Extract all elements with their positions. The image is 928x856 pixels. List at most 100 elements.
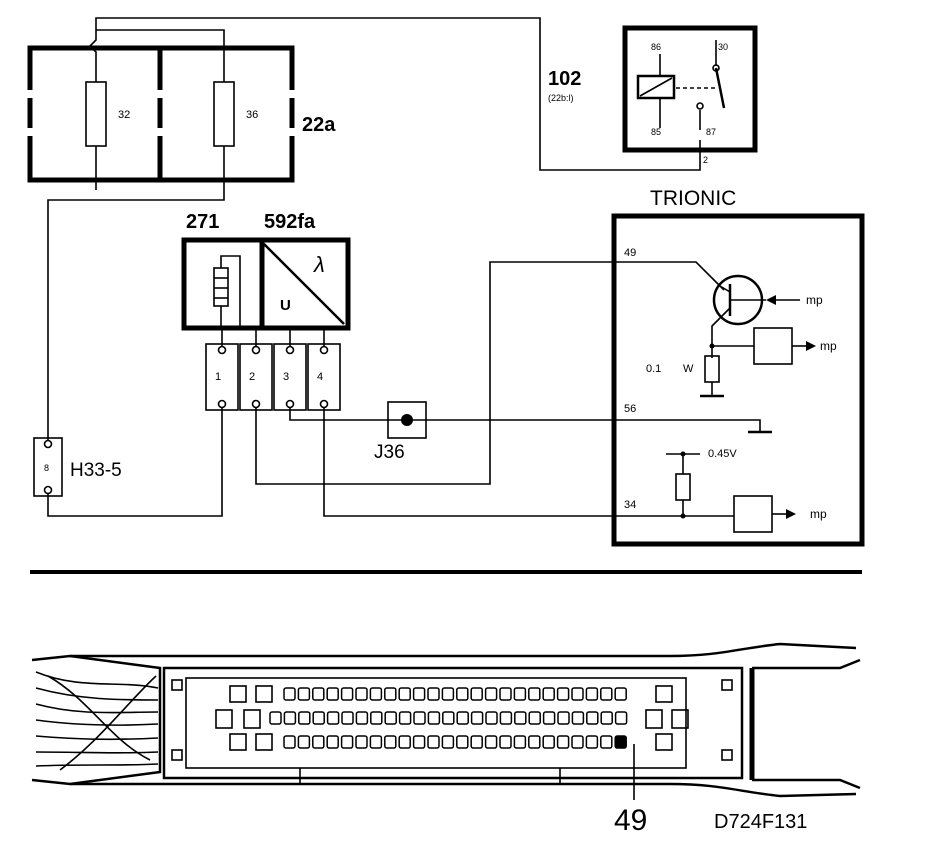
connector-pin bbox=[528, 687, 541, 701]
relay-terminal-87: 87 bbox=[706, 127, 716, 137]
connector-pin bbox=[340, 687, 354, 701]
fuse-32-body bbox=[85, 81, 107, 147]
wire-fuse36-top bbox=[96, 29, 225, 82]
connector-pin bbox=[542, 687, 555, 701]
connector-pin bbox=[398, 735, 411, 749]
trionic-ecu: TRIONIC 49 56 34 mp mp 0.1 W 0 bbox=[611, 187, 865, 547]
connector-pin bbox=[340, 735, 354, 749]
connector-pin bbox=[297, 735, 311, 749]
connector-pin bbox=[586, 711, 599, 725]
fuse-box-22a: 32 36 22a bbox=[26, 45, 336, 183]
connector-pin bbox=[355, 735, 368, 749]
relay-subtitle: (22b:l) bbox=[548, 93, 574, 103]
relay-outline bbox=[622, 25, 758, 153]
cable-bundle bbox=[31, 654, 162, 786]
mp-label-3: mp bbox=[810, 507, 827, 521]
wire-pin3-to-ecu56 bbox=[289, 408, 614, 421]
sensor-pin-1-label: 1 bbox=[215, 371, 221, 383]
connector-pin bbox=[485, 711, 498, 725]
connector-pin bbox=[355, 711, 369, 725]
lambda-icon: λ bbox=[313, 252, 325, 277]
connector-pin bbox=[441, 687, 455, 701]
figure-code: D724F131 bbox=[714, 811, 807, 833]
connector-pin bbox=[499, 735, 512, 749]
wire-pin2-to-ecu49 bbox=[255, 261, 614, 485]
junction-j36: J36 bbox=[374, 401, 427, 463]
connector-pin bbox=[571, 735, 584, 749]
connector-pin bbox=[269, 711, 282, 725]
mp-label-1: mp bbox=[806, 293, 823, 307]
guide-block bbox=[671, 709, 689, 729]
connector-pin bbox=[427, 735, 440, 749]
fuse-36-body bbox=[213, 81, 235, 147]
bias-resistor-icon bbox=[675, 473, 691, 501]
connector-pin bbox=[542, 735, 555, 749]
connector-pin bbox=[369, 735, 383, 749]
connector-pin bbox=[614, 687, 627, 701]
connector-pin bbox=[326, 687, 339, 701]
guide-block bbox=[243, 709, 261, 729]
connector-pin bbox=[556, 687, 570, 701]
relay-id: 102 bbox=[548, 68, 581, 90]
sensor-id-592fa: 592fa bbox=[264, 211, 316, 233]
sensor-pin-2-label: 2 bbox=[249, 371, 255, 383]
guide-block bbox=[655, 685, 673, 703]
connector-pin bbox=[326, 735, 339, 749]
connector-pin bbox=[283, 687, 296, 701]
ecu-pin-56: 56 bbox=[624, 403, 636, 415]
resistor-unit: W bbox=[683, 363, 694, 375]
relay-102: 102 (22b:l) 86 30 85 87 2 bbox=[548, 25, 758, 165]
connector-pin bbox=[484, 687, 498, 701]
connector-pin bbox=[557, 711, 570, 725]
wire-fuse32-to-relay87 bbox=[88, 17, 701, 171]
amplifier-block-2 bbox=[733, 495, 773, 533]
connector-pin bbox=[312, 735, 325, 749]
connector-pin bbox=[513, 735, 527, 749]
connector-pin bbox=[542, 711, 556, 725]
sensor-pin-4-label: 4 bbox=[317, 371, 323, 383]
connector-h33-5: 8 H33-5 bbox=[33, 408, 223, 517]
relay-pin-2: 2 bbox=[703, 155, 708, 165]
connector-pin bbox=[384, 711, 397, 725]
h33-id: H33-5 bbox=[70, 460, 122, 481]
connector-pin bbox=[312, 687, 325, 701]
j36-id: J36 bbox=[374, 442, 405, 463]
connector-pin bbox=[341, 711, 354, 725]
wire-h33-to-pin1 bbox=[47, 408, 223, 517]
relay-terminal-85: 85 bbox=[651, 127, 661, 137]
connector-pin bbox=[514, 711, 527, 725]
connector-pin bbox=[413, 711, 426, 725]
wire-pin4-to-ecu34 bbox=[323, 408, 614, 517]
connector-pin bbox=[412, 735, 426, 749]
connector-pin bbox=[556, 735, 570, 749]
connector-pin bbox=[312, 711, 325, 725]
ecu-pin-34: 34 bbox=[624, 499, 636, 511]
heater-icon bbox=[213, 267, 229, 307]
connector-pin bbox=[571, 687, 584, 701]
resistor-value: 0.1 bbox=[646, 363, 661, 375]
connector-pin bbox=[470, 711, 484, 725]
ecu-pin-49: 49 bbox=[624, 247, 636, 259]
connector-pin-49 bbox=[614, 735, 627, 749]
connector-pin bbox=[600, 735, 613, 749]
relay-terminal-86: 86 bbox=[651, 42, 661, 52]
h33-pin-label: 8 bbox=[44, 463, 49, 473]
connector-pin bbox=[585, 735, 599, 749]
connector-pin bbox=[484, 735, 498, 749]
mp-label-2: mp bbox=[820, 339, 837, 353]
shunt-resistor-icon bbox=[704, 355, 720, 383]
relay-switch-contact bbox=[714, 67, 726, 109]
ecu-outline bbox=[611, 213, 865, 547]
sensor-connector: 1 2 3 4 bbox=[205, 328, 341, 411]
relay-coil-icon bbox=[636, 74, 676, 100]
connector-pin bbox=[456, 687, 469, 701]
connector-housing bbox=[162, 666, 744, 780]
connector-pin bbox=[528, 735, 541, 749]
connector-pin bbox=[427, 687, 440, 701]
connector-pin bbox=[384, 735, 397, 749]
ecu-connector-view: 49 D724F131 bbox=[31, 642, 861, 837]
guide-block bbox=[229, 685, 247, 703]
connector-pin bbox=[326, 711, 340, 725]
fuse-32-label: 32 bbox=[118, 109, 130, 121]
